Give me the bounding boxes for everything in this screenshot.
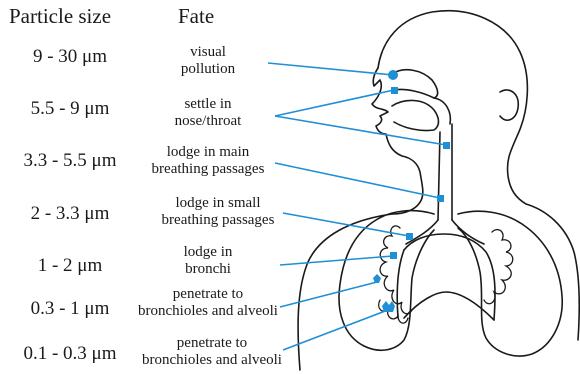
nasal-cavity bbox=[392, 70, 438, 98]
fate-label: lodge in main breathing passages bbox=[103, 144, 313, 178]
marker-alveoli bbox=[382, 301, 395, 312]
marker-bronchioles bbox=[373, 274, 381, 283]
diaphragm bbox=[404, 292, 494, 320]
fate-line: visual bbox=[103, 44, 313, 61]
fate-line: lodge in small bbox=[113, 195, 323, 212]
fate-label: lodge in bronchi bbox=[103, 244, 313, 278]
marker-visual-pollution bbox=[388, 70, 398, 80]
fate-line: bronchioles and alveoli bbox=[103, 303, 313, 320]
fate-line: lodge in bbox=[103, 244, 313, 261]
fate-label: penetrate to bronchioles and alveoli bbox=[107, 335, 317, 369]
fate-line: pollution bbox=[103, 61, 313, 78]
particle-size-header: Particle size bbox=[9, 4, 111, 29]
fate-line: nose/throat bbox=[103, 113, 313, 130]
fate-line: penetrate to bbox=[103, 286, 313, 303]
fate-label: settle in nose/throat bbox=[103, 96, 313, 130]
fate-line: penetrate to bbox=[107, 335, 317, 352]
marker-main-passages bbox=[437, 195, 444, 202]
oral-cavity bbox=[392, 100, 439, 130]
marker-throat bbox=[443, 142, 450, 149]
torso-right bbox=[526, 204, 579, 340]
fate-header: Fate bbox=[178, 4, 214, 29]
pharynx bbox=[434, 98, 450, 124]
fate-line: breathing passages bbox=[113, 212, 323, 229]
fate-line: lodge in main bbox=[103, 144, 313, 161]
right-bronchioles bbox=[484, 230, 513, 304]
right-lung bbox=[458, 211, 562, 356]
fate-label: visual pollution bbox=[103, 44, 313, 78]
ear-outline bbox=[500, 90, 518, 120]
fate-line: breathing passages bbox=[103, 161, 313, 178]
marker-nose bbox=[391, 87, 398, 94]
marker-small-passages bbox=[406, 233, 413, 240]
fate-label: lodge in small breathing passages bbox=[113, 195, 323, 229]
fate-line: settle in bbox=[103, 96, 313, 113]
marker-bronchi bbox=[390, 252, 397, 259]
body-outline bbox=[298, 11, 579, 370]
fate-line: bronchi bbox=[103, 261, 313, 278]
fate-label: penetrate to bronchioles and alveoli bbox=[103, 286, 313, 320]
trachea-left-wall bbox=[438, 132, 440, 220]
fate-line: bronchioles and alveoli bbox=[107, 352, 317, 369]
